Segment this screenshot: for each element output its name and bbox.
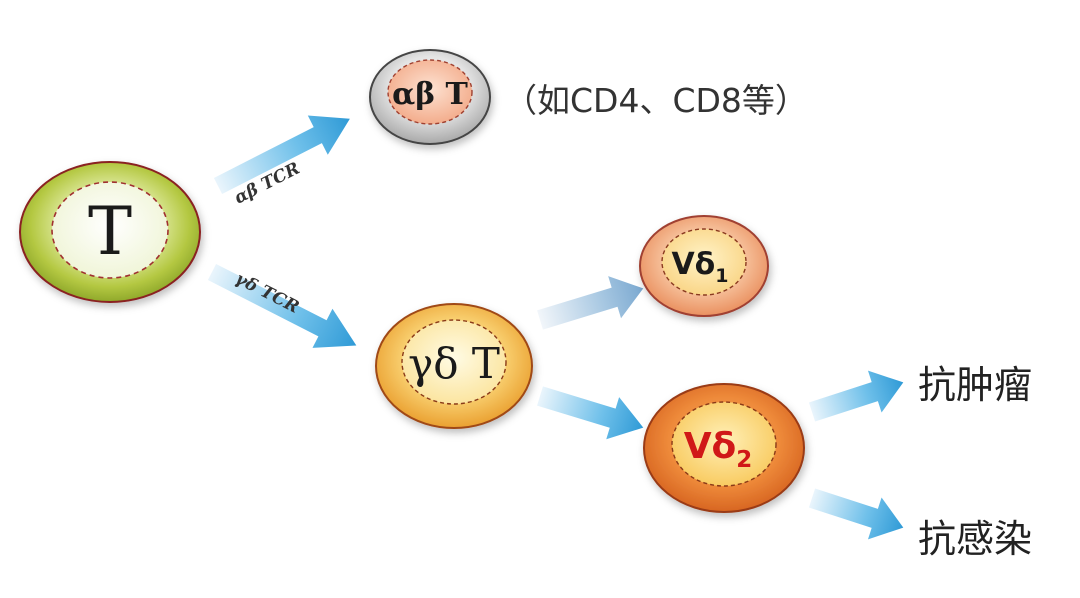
cell-t-label: T bbox=[88, 193, 132, 270]
cell-t-nucleus bbox=[51, 181, 169, 279]
cell-alphabeta-note: （如CD4、CD8等） bbox=[504, 81, 808, 120]
arrow-t-to-alphabeta bbox=[213, 115, 350, 195]
outcome-anti-infection: 抗感染 bbox=[918, 517, 1032, 561]
arrow-vd2-to-anti-infection bbox=[808, 488, 904, 540]
cell-vd1-label-sub: 1 bbox=[715, 265, 728, 287]
cell-vd1-label-main: Vδ bbox=[671, 247, 715, 282]
arrow-vd2-to-anti-tumor bbox=[808, 370, 904, 422]
arrow-gammadelta-to-vd1 bbox=[537, 276, 644, 330]
cell-vd1-label: Vδ1 bbox=[671, 247, 728, 287]
cell-gammadelta-label: γδ T bbox=[408, 339, 500, 388]
cell-vd2-label-main: Vδ bbox=[684, 426, 737, 467]
cell-alphabeta-nucleus bbox=[387, 59, 473, 125]
cell-alphabeta-label: αβ T bbox=[392, 77, 468, 112]
cell-vd2-label: Vδ2 bbox=[684, 426, 753, 473]
arrow-t-to-gammadelta bbox=[207, 263, 357, 348]
outcome-anti-tumor: 抗肿瘤 bbox=[918, 363, 1032, 407]
cell-vd2-nucleus bbox=[671, 401, 777, 487]
arrow-gammadelta-to-vd2 bbox=[537, 386, 644, 440]
cell-vd1-nucleus bbox=[661, 228, 747, 296]
cell-gammadelta-nucleus bbox=[401, 319, 507, 405]
cell-vd2-label-sub: 2 bbox=[736, 447, 752, 473]
